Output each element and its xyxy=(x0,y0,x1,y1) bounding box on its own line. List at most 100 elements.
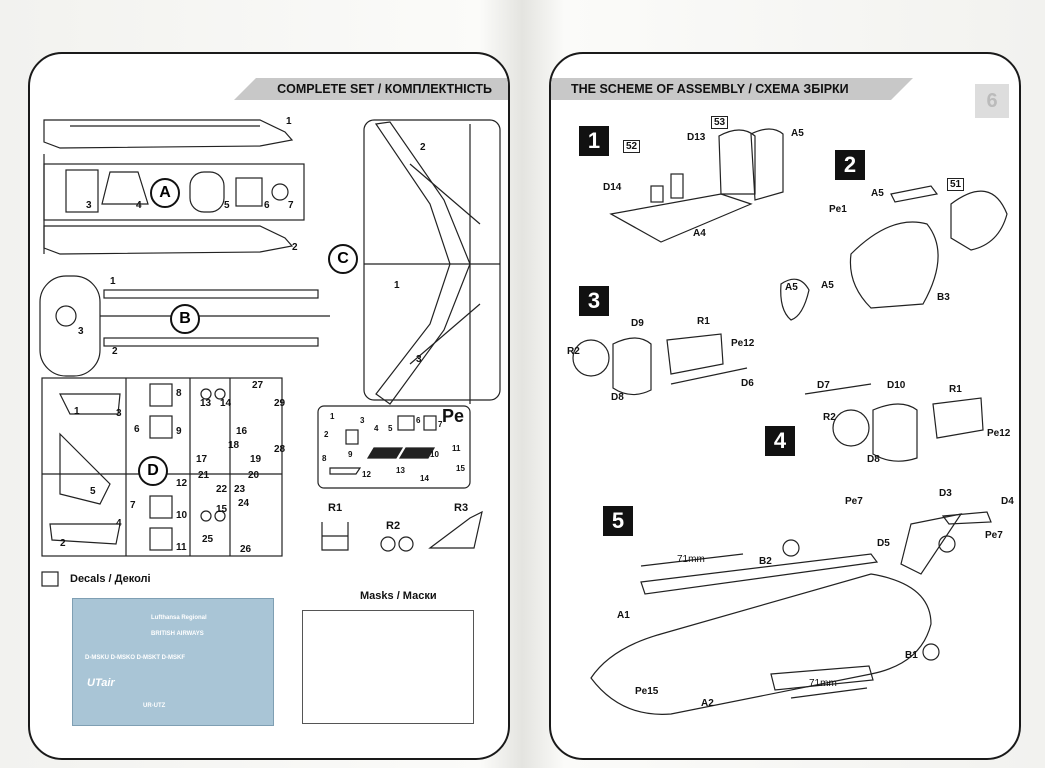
decals-label: Decals / Деколі xyxy=(70,573,151,585)
step-3-marker: 3 xyxy=(579,286,609,316)
resin-r1-label: R1 xyxy=(328,502,343,514)
decal-text: BRITISH AIRWAYS xyxy=(151,631,204,637)
part-number: 19 xyxy=(250,454,262,465)
part-number: 1 xyxy=(286,116,292,127)
pe-fret-title: Pe xyxy=(442,406,465,426)
engine-front xyxy=(572,339,610,377)
decal-sheet: Lufthansa Regional BRITISH AIRWAYS D-MSK… xyxy=(72,598,274,726)
complete-set-banner: COMPLETE SET / КОМПЛЕКТНІСТЬ xyxy=(234,78,508,100)
pe-number: 15 xyxy=(456,464,465,473)
step3-label: D6 xyxy=(741,378,754,389)
sprue-d-frame xyxy=(41,377,283,557)
sprue-c-frame xyxy=(363,119,501,401)
step4-label: D10 xyxy=(887,380,906,391)
part-number: 21 xyxy=(198,470,210,481)
pe-number: 5 xyxy=(388,424,393,433)
sprue-drawings xyxy=(39,119,501,705)
step1-label: 53 xyxy=(711,116,729,129)
pe-number: 6 xyxy=(416,416,421,425)
pe-number: 12 xyxy=(362,470,371,479)
part-number: 5 xyxy=(224,200,230,211)
step1-label: A5 xyxy=(791,128,804,139)
complete-set-page: COMPLETE SET / КОМПЛЕКТНІСТЬ xyxy=(28,52,510,760)
step3-label: R2 xyxy=(567,346,580,357)
step5-label: D5 xyxy=(877,538,890,549)
step4-label: R2 xyxy=(823,412,836,423)
step2-label: A5 xyxy=(785,282,798,293)
step5-label: B1 xyxy=(905,650,918,661)
part-number: 10 xyxy=(176,510,188,521)
decal-text: Lufthansa Regional xyxy=(151,615,207,621)
step2-label: Pe1 xyxy=(829,204,847,215)
dimension-label: 71mm xyxy=(677,554,705,565)
step-1-marker: 1 xyxy=(579,126,609,156)
engine-front-2 xyxy=(832,409,870,447)
step4-label: D7 xyxy=(817,380,830,391)
part-number: 1 xyxy=(74,406,80,417)
part-number: 22 xyxy=(216,484,228,495)
step5-label: Pe7 xyxy=(985,530,1003,541)
part-number: 27 xyxy=(252,380,264,391)
part-number: 7 xyxy=(130,500,136,511)
step3-label: R1 xyxy=(697,316,710,327)
pe-number: 10 xyxy=(430,450,439,459)
part-number: 29 xyxy=(274,398,286,409)
resin-r2-left xyxy=(380,536,396,552)
part-number: 3 xyxy=(78,326,84,337)
pe-fret-frame xyxy=(317,405,471,489)
step3-label: Pe12 xyxy=(731,338,755,349)
part-number: 15 xyxy=(216,504,228,515)
part-number: 6 xyxy=(134,424,140,435)
part-number: 2 xyxy=(420,142,426,153)
resin-r2-label: R2 xyxy=(386,520,401,532)
step5-label: D3 xyxy=(939,488,952,499)
mask-sheet xyxy=(302,610,474,724)
decal-text: D-MSKU D-MSKO D-MSKT D-MSKF xyxy=(85,655,185,661)
step4-label: Pe12 xyxy=(987,428,1011,439)
part-number: 13 xyxy=(200,398,212,409)
part-number: 26 xyxy=(240,544,252,555)
part-number: 4 xyxy=(136,200,142,211)
step-2-marker: 2 xyxy=(835,150,865,180)
step1-label: D13 xyxy=(687,132,706,143)
step2-label: B3 xyxy=(937,292,950,303)
part-number: 8 xyxy=(176,388,182,399)
pe-number: 11 xyxy=(452,444,461,453)
pe-number: 7 xyxy=(438,420,443,429)
resin-r3-label: R3 xyxy=(454,502,469,514)
step1-label: 52 xyxy=(623,140,641,153)
pe-number: 1 xyxy=(330,412,335,421)
part-number: 2 xyxy=(112,346,118,357)
sprue-c-label: C xyxy=(328,244,358,274)
part-number: 18 xyxy=(228,440,240,451)
pe-number: 13 xyxy=(396,466,405,475)
step5-label: Pe7 xyxy=(845,496,863,507)
part-number: 20 xyxy=(248,470,260,481)
part-number: 9 xyxy=(176,426,182,437)
assembly-drawings xyxy=(572,128,1008,715)
step4-label: R1 xyxy=(949,384,962,395)
step3-label: D9 xyxy=(631,318,644,329)
part-number: 12 xyxy=(176,478,188,489)
step1-label: A4 xyxy=(693,228,706,239)
part-number: 28 xyxy=(274,444,286,455)
step4-label: D8 xyxy=(867,454,880,465)
part-number: 23 xyxy=(234,484,246,495)
part-number: 3 xyxy=(86,200,92,211)
part-number: 17 xyxy=(196,454,208,465)
part-number: 11 xyxy=(176,542,187,553)
part-number: 6 xyxy=(264,200,270,211)
pe-number: 4 xyxy=(374,424,379,433)
decal-text: UTair xyxy=(87,677,115,689)
fuselage-assembly xyxy=(590,573,932,715)
part-number: 25 xyxy=(202,534,214,545)
resin-r3 xyxy=(428,510,483,549)
sprue-a-label: A xyxy=(150,178,180,208)
part-number: 16 xyxy=(236,426,248,437)
masks-label: Masks / Маски xyxy=(360,590,437,602)
pe-number: 2 xyxy=(324,430,329,439)
sprue-b-frame xyxy=(39,275,101,377)
step5-label: A1 xyxy=(617,610,630,621)
part-number: 14 xyxy=(220,398,232,409)
